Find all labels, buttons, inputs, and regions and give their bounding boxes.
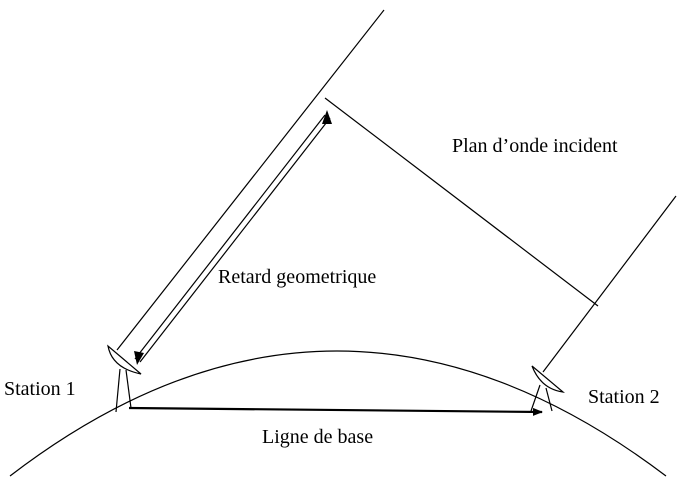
baseline-arrow xyxy=(128,406,543,416)
geometric-delay-arrow-stroke-b xyxy=(139,117,331,363)
geometric-delay-label: Retard geometrique xyxy=(218,266,376,288)
incident-ray-station-1 xyxy=(116,9,385,351)
wavefront-label: Plan d’onde incident xyxy=(452,135,618,157)
geometric-delay-arrowhead-top xyxy=(322,110,332,124)
geometric-delay-arrowhead-bottom xyxy=(134,351,144,365)
station-2-antenna-icon xyxy=(530,365,565,412)
station-2-label: Station 2 xyxy=(588,386,660,408)
baseline-label: Ligne de base xyxy=(262,426,373,448)
geometric-delay-arrow-stroke-a xyxy=(134,114,326,360)
earth-surface-arc xyxy=(9,350,667,477)
incident-ray-station-2 xyxy=(542,195,677,373)
station-1-label: Station 1 xyxy=(4,378,76,400)
station-1-antenna-icon xyxy=(107,344,142,413)
incident-wavefront-line xyxy=(324,97,599,307)
